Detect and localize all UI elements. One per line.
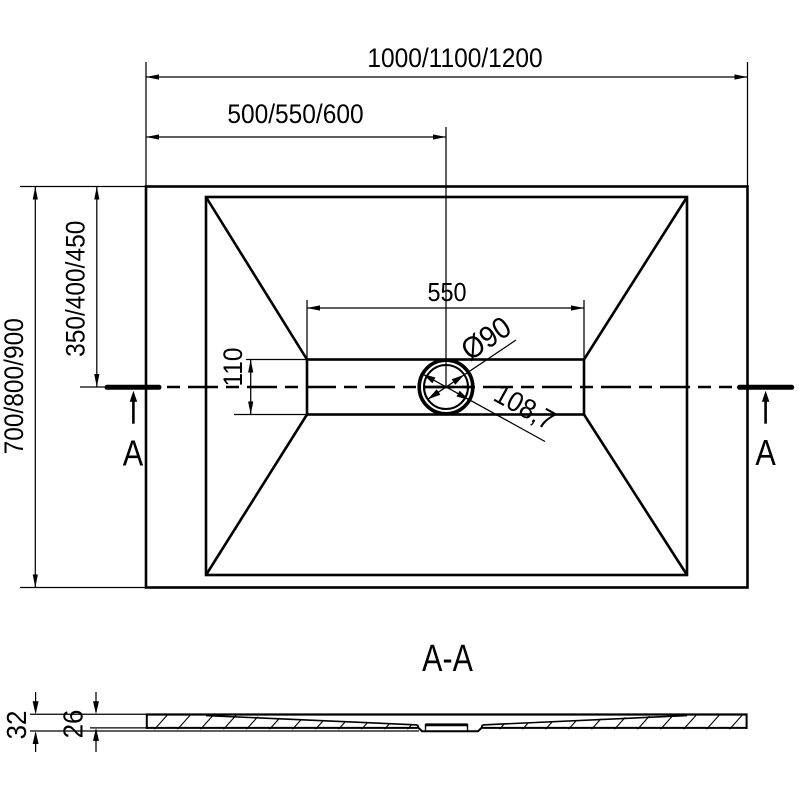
svg-text:550: 550 <box>427 279 466 307</box>
svg-text:A: A <box>123 434 144 474</box>
svg-text:A: A <box>755 434 776 474</box>
svg-text:26: 26 <box>57 710 88 739</box>
svg-text:110: 110 <box>219 347 248 386</box>
svg-text:1000/1100/1200: 1000/1100/1200 <box>367 44 542 73</box>
svg-text:32: 32 <box>1 711 32 740</box>
svg-text:700/800/900: 700/800/900 <box>0 318 29 454</box>
svg-text:500/550/600: 500/550/600 <box>227 100 363 129</box>
svg-text:350/400/450: 350/400/450 <box>61 221 90 357</box>
svg-text:A-A: A-A <box>422 638 473 680</box>
